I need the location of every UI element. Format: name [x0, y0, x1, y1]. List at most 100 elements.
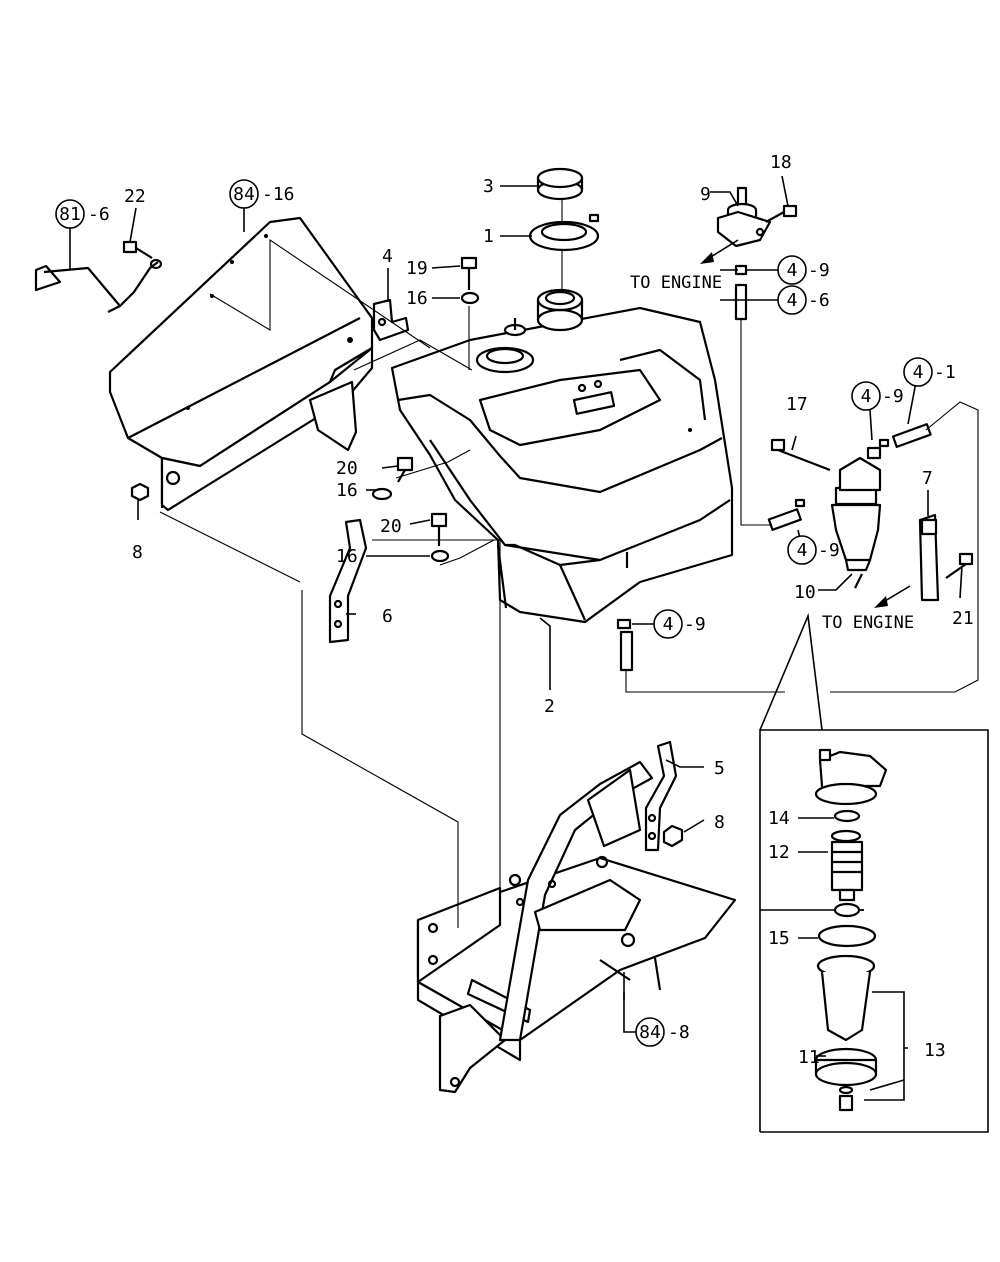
ref-4-1-suffix: -1	[934, 362, 956, 383]
detail-bowl-13	[816, 954, 876, 1042]
washer-16-top	[460, 291, 480, 305]
ref-4-9-separator-circle: 4	[861, 386, 872, 407]
label-17: 17	[786, 394, 808, 415]
ref-84-16-suffix: -16	[262, 184, 295, 205]
fuel-cap	[536, 167, 584, 201]
ref-4-6-suffix: -6	[808, 290, 830, 311]
hose-tank-outlet	[619, 630, 634, 672]
ref-84-8-circle: 84	[639, 1022, 661, 1043]
bolt-22	[122, 240, 153, 259]
bolt-21	[945, 552, 974, 579]
detail-ring-nut-11	[814, 1047, 878, 1087]
ref-4-9-top: 4 -9	[746, 255, 830, 285]
label-19: 19	[406, 258, 428, 279]
hose-4-9-lower	[767, 508, 802, 531]
filler-ring	[528, 213, 600, 252]
hose-4-1	[891, 423, 932, 448]
label-6: 6	[382, 606, 393, 627]
label-11: 11	[798, 1047, 820, 1068]
ref-4-9-tank: 4 -9	[653, 609, 706, 639]
ref-4-9-lower: 4 -9	[787, 535, 840, 565]
label-4: 4	[382, 246, 393, 267]
tank-line	[625, 670, 785, 693]
ref-81-6: 81 -6	[55, 199, 110, 229]
detail-o-ring-12	[833, 902, 861, 918]
bracket-4	[372, 298, 410, 342]
detail-filter-element	[830, 829, 864, 902]
label-2: 2	[544, 696, 555, 717]
label-18: 18	[770, 152, 792, 173]
label-16-mid: 16	[336, 480, 358, 501]
ref-4-9-top-circle: 4	[787, 260, 798, 281]
to-engine-arrowhead-bottom	[874, 596, 888, 608]
bolt-19	[460, 256, 478, 290]
fuel-tank	[390, 288, 734, 624]
water-separator	[830, 446, 882, 589]
label-20-upper: 20	[336, 458, 358, 479]
label-13: 13	[924, 1040, 946, 1061]
bolt-20-upper	[396, 456, 414, 483]
ref-84-8-suffix: -8	[668, 1022, 690, 1043]
label-15: 15	[768, 928, 790, 949]
bracket-7	[918, 513, 940, 602]
to-engine-label-top: TO ENGINE	[630, 273, 722, 293]
ref-81-6-suffix: -6	[88, 204, 110, 225]
ref-4-1-circle: 4	[913, 362, 924, 383]
to-engine-label-bottom: TO ENGINE	[822, 613, 914, 633]
detail-drain-plug	[838, 1085, 854, 1112]
ref-4-9-tank-circle: 4	[663, 614, 674, 635]
ref-4-9-top-suffix: -9	[808, 260, 830, 281]
ref-4-9-lower-suffix: -9	[818, 540, 840, 561]
nut-8-right	[662, 824, 684, 848]
bolt-17	[770, 438, 831, 472]
ref-4-9-lower-circle: 4	[797, 540, 808, 561]
to-engine-arrowhead-top	[700, 252, 714, 264]
label-20-lower: 20	[380, 516, 402, 537]
label-8-right: 8	[714, 812, 725, 833]
ref-84-16: 84 -16	[229, 179, 295, 209]
label-14: 14	[768, 808, 790, 829]
support-rod	[34, 258, 163, 313]
label-7: 7	[922, 468, 933, 489]
hose-clip-4-9d	[616, 618, 632, 630]
washer-16-low	[430, 549, 450, 563]
fuel-line	[740, 319, 772, 526]
hose-4-6	[734, 283, 748, 321]
return-line	[830, 401, 979, 693]
tank-cover-panel	[108, 216, 374, 512]
label-9: 9	[700, 184, 711, 205]
nut-8-left	[130, 482, 150, 502]
bracket-6	[328, 518, 368, 644]
washer-16-mid	[371, 487, 393, 501]
bracket-5	[644, 740, 678, 852]
ref-81-6-circle: 81	[59, 204, 81, 225]
label-5: 5	[714, 758, 725, 779]
bolt-20-lower	[430, 512, 448, 546]
ref-4-9-separator: 4 -9	[851, 381, 904, 411]
ref-4-6: 4 -6	[746, 285, 830, 315]
hose-clip-4-9c	[794, 498, 806, 508]
ref-4-6-circle: 4	[787, 290, 798, 311]
label-22: 22	[124, 186, 146, 207]
detail-o-ring-14	[833, 809, 861, 823]
label-10: 10	[794, 582, 816, 603]
hose-clip-4-9a	[878, 438, 890, 448]
detail-separator-head	[814, 748, 888, 806]
ref-4-9-separator-suffix: -9	[882, 386, 904, 407]
base-frame	[416, 760, 737, 1094]
label-16-top: 16	[406, 288, 428, 309]
label-8-left: 8	[132, 542, 143, 563]
ref-84-8: 84 -8	[623, 1000, 690, 1047]
part-number-labels: 1 2 3 4 5 6 7 8 8 9 10 11 12 13 14 15 16…	[124, 152, 974, 1068]
ref-4-1: 4 -1	[903, 357, 956, 387]
fuel-pump	[716, 186, 798, 248]
label-16-low: 16	[336, 546, 358, 567]
label-21: 21	[952, 608, 974, 629]
label-1: 1	[483, 226, 494, 247]
label-12: 12	[768, 842, 790, 863]
detail-o-ring-15	[817, 924, 877, 948]
ref-84-16-circle: 84	[233, 184, 255, 205]
label-3: 3	[483, 176, 494, 197]
ref-4-9-tank-suffix: -9	[684, 614, 706, 635]
